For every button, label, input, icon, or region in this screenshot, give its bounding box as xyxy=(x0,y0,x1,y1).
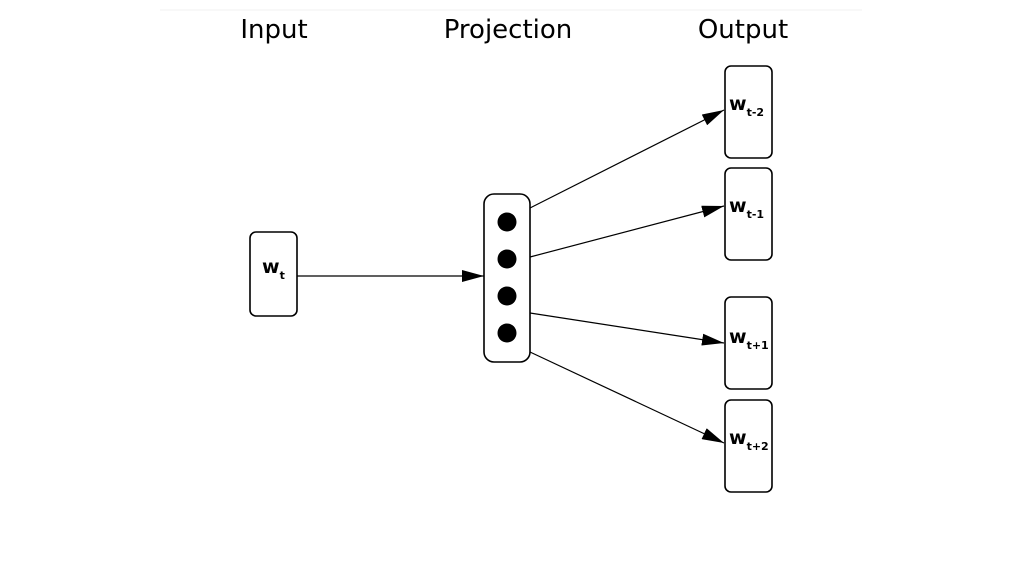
projection-unit-dot xyxy=(497,249,517,269)
projection-unit-dot xyxy=(497,212,517,232)
input-word-sub: t xyxy=(280,269,285,282)
svg-text:wt-2: wt-2 xyxy=(729,93,764,119)
projection-node xyxy=(483,193,531,363)
projection-to-output-arrow xyxy=(529,312,725,346)
projection-column-title: Projection xyxy=(444,15,573,45)
output-word-base: w xyxy=(729,195,747,217)
input-word-base: w xyxy=(262,256,280,278)
projection-to-output-arrow xyxy=(529,109,725,209)
projection-unit-dot xyxy=(497,286,517,306)
input-word-label: wt xyxy=(262,256,285,282)
svg-text:wt+1: wt+1 xyxy=(729,326,769,352)
edges xyxy=(297,109,725,444)
output-word-base: w xyxy=(729,326,747,348)
output-column-title: Output xyxy=(698,15,788,45)
projection-to-output-arrow xyxy=(529,205,725,258)
output-word-sub: t+2 xyxy=(747,440,769,453)
input-node: wt xyxy=(249,231,298,317)
svg-text:wt+2: wt+2 xyxy=(729,427,769,453)
output-node: wt+2 xyxy=(724,399,773,493)
input-column-title: Input xyxy=(240,15,307,45)
projection-unit-dot xyxy=(497,323,517,343)
output-word-sub: t-1 xyxy=(747,208,764,221)
output-word-sub: t-2 xyxy=(747,106,764,119)
output-word-base: w xyxy=(729,427,747,449)
output-node: wt-2 xyxy=(724,65,773,159)
output-node: wt-1 xyxy=(724,167,773,261)
output-word-sub: t+1 xyxy=(747,339,769,352)
projection-to-output-arrow xyxy=(529,351,725,444)
svg-text:wt-1: wt-1 xyxy=(729,195,764,221)
projection-units xyxy=(497,212,517,343)
output-word-base: w xyxy=(729,93,747,115)
output-node: wt+1 xyxy=(724,296,773,390)
